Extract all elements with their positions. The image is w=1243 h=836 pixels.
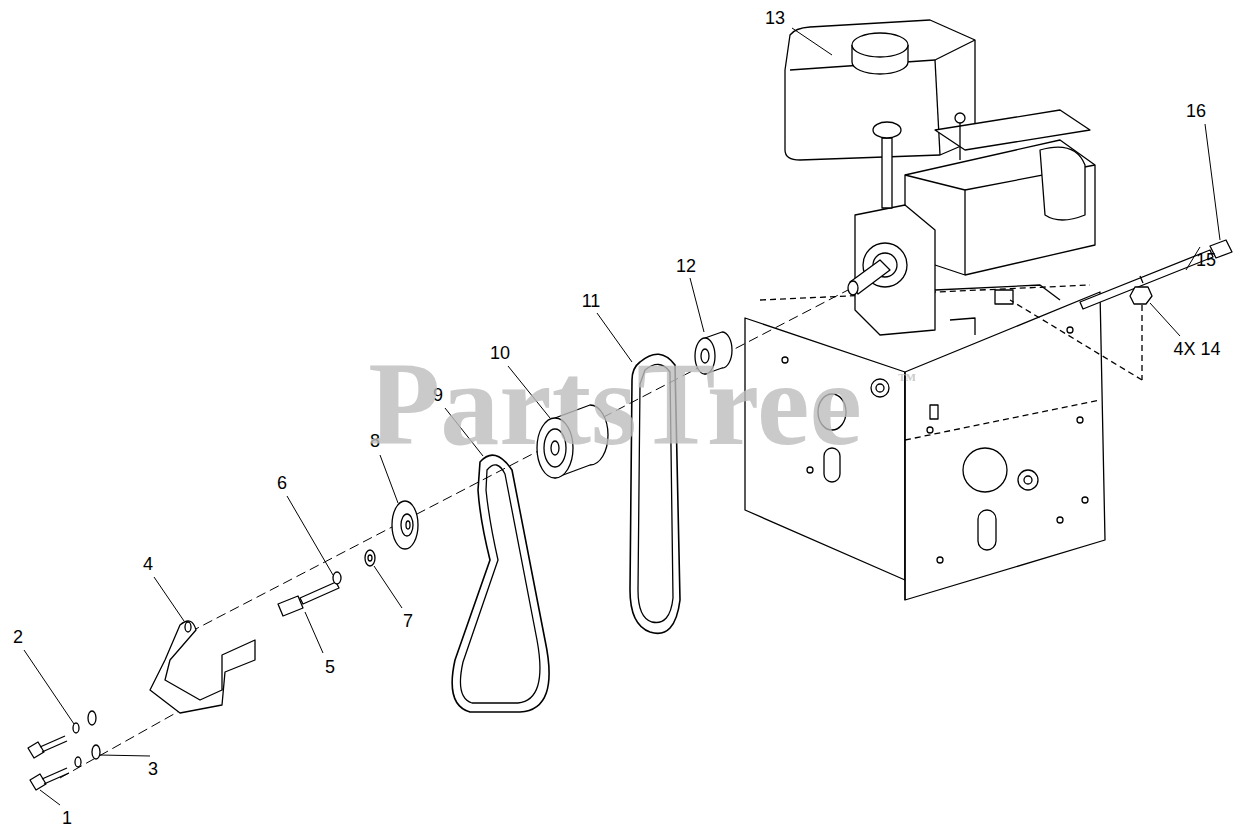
callout-number: 6 bbox=[277, 474, 287, 492]
callout-number: 7 bbox=[403, 612, 413, 630]
watermark-text: PartsTree bbox=[368, 346, 862, 464]
hardware bbox=[278, 550, 375, 616]
callout-number: 4X 14 bbox=[1173, 340, 1220, 358]
watermark-text: TM bbox=[898, 372, 916, 383]
callout-number: 2 bbox=[13, 628, 23, 646]
callout-number: 1 bbox=[62, 809, 72, 827]
engine bbox=[785, 20, 1095, 335]
callout-number: 11 bbox=[582, 292, 601, 310]
callout-number: 15 bbox=[1196, 251, 1216, 269]
callout-number: 12 bbox=[676, 257, 696, 275]
shaft-rod bbox=[1010, 240, 1232, 380]
callout-number: 13 bbox=[765, 9, 785, 27]
callout-number: 3 bbox=[148, 760, 158, 778]
callout-number: 5 bbox=[325, 658, 335, 676]
callout-number: 16 bbox=[1186, 102, 1206, 120]
leader-lines bbox=[24, 28, 1220, 805]
callout-number: 4 bbox=[143, 555, 153, 573]
